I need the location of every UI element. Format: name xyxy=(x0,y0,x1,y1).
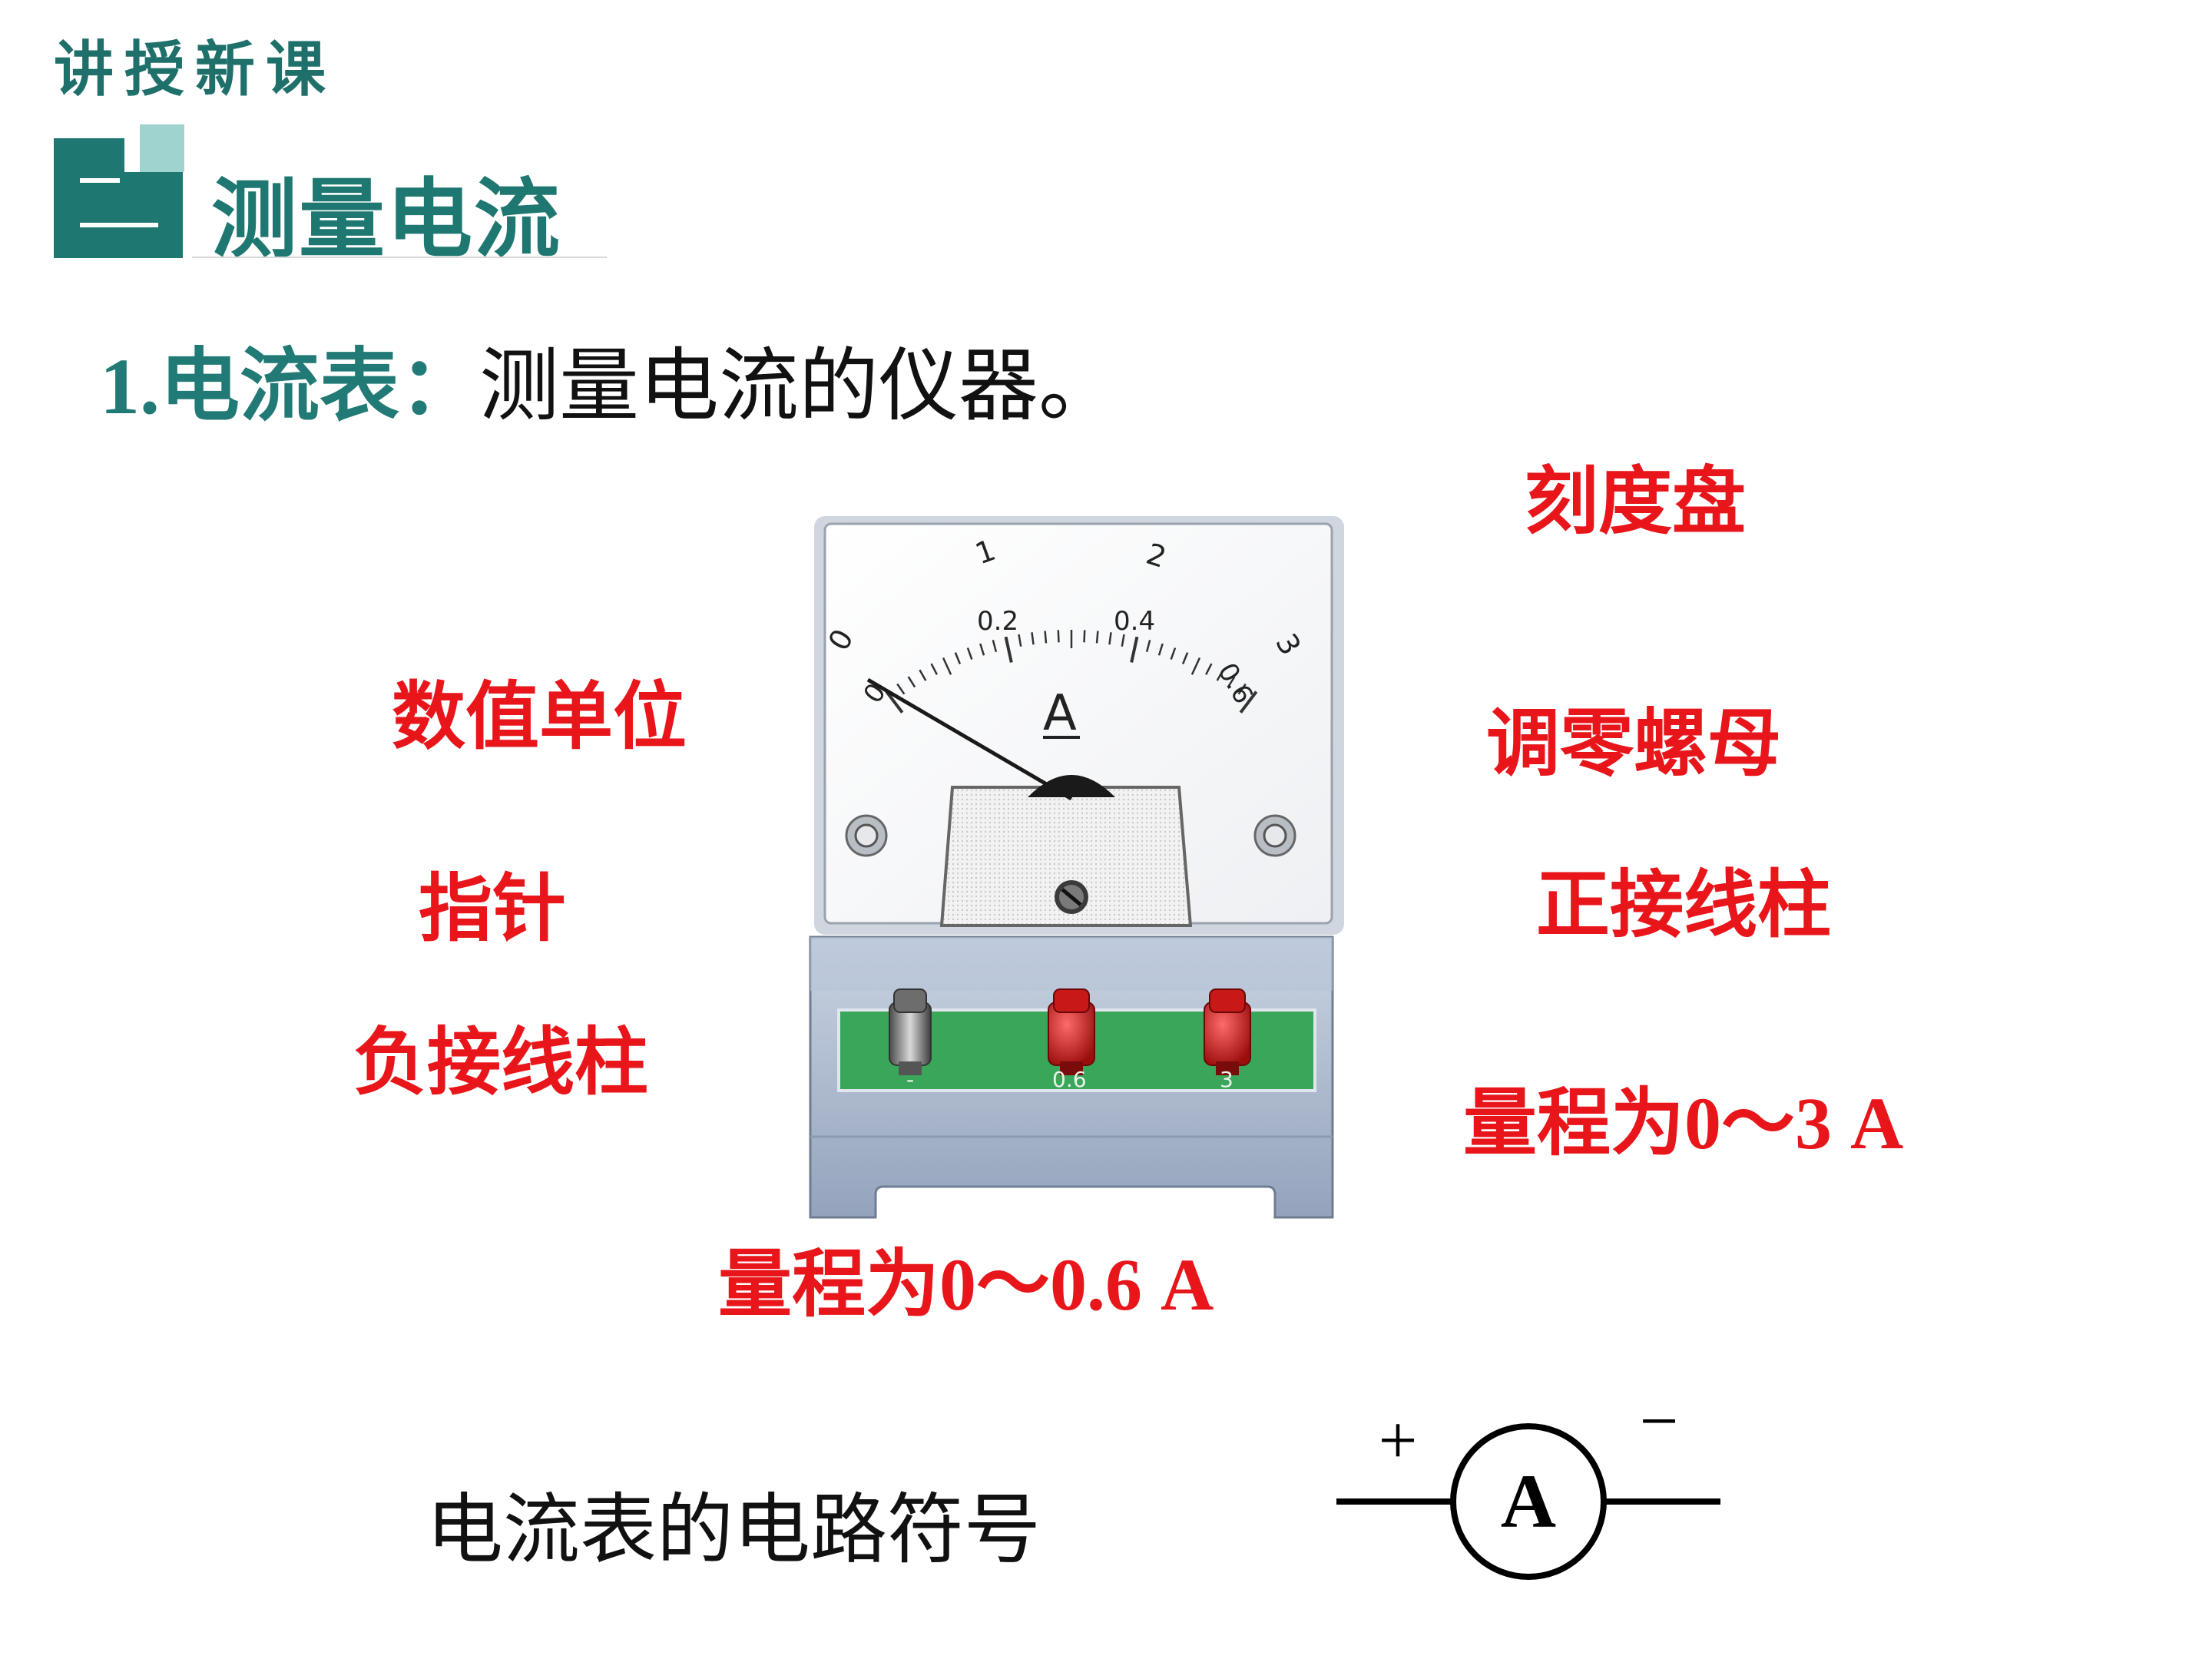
scale-tick xyxy=(919,669,927,681)
scale-tick xyxy=(1095,631,1099,644)
definition-description: 测量电流的仪器。 xyxy=(479,339,1119,432)
label-range-0-6: 量程为0～0.6 A xyxy=(718,1243,1214,1326)
scale-tick xyxy=(1130,636,1139,663)
scale-tick xyxy=(885,690,904,714)
scale-tick xyxy=(1031,632,1035,645)
scale-tick xyxy=(1083,630,1086,643)
label-negative-terminal: 负接线柱 xyxy=(353,1019,648,1105)
scale-tick xyxy=(1157,643,1164,656)
terminal-3 xyxy=(1204,988,1251,1075)
scale-tick xyxy=(966,647,973,660)
label-positive-terminal: 正接线柱 xyxy=(1536,862,1831,948)
label-zero-adjust: 调零螺母 xyxy=(1486,700,1781,786)
scale-tick xyxy=(1121,634,1125,647)
symbol-plus: + xyxy=(1379,1402,1418,1479)
scale-tick xyxy=(992,639,998,653)
scale-tick xyxy=(1205,663,1213,675)
scale-tick xyxy=(1227,676,1236,688)
scale-tick xyxy=(1108,632,1112,645)
zero-adjust-screw-right xyxy=(1253,814,1296,857)
scale-tick xyxy=(1190,657,1201,675)
scale-tick xyxy=(1057,630,1060,643)
zero-adjust-screw-left xyxy=(845,814,888,857)
scale-tick xyxy=(1044,631,1048,644)
terminal-label: 3 xyxy=(1220,1067,1233,1092)
definition-term: 1.电流表： xyxy=(100,343,480,431)
label-pointer: 指针 xyxy=(419,866,566,952)
symbol-minus: − xyxy=(1640,1390,1679,1459)
terminal-0-6 xyxy=(1048,988,1095,1075)
scale-tick xyxy=(896,683,906,695)
scale-tick xyxy=(1018,634,1022,647)
meter-pointer xyxy=(866,677,1073,801)
unit-letter: A xyxy=(1043,685,1077,742)
terminal-negative xyxy=(889,988,932,1075)
scale-tick xyxy=(1216,669,1224,681)
section-underline xyxy=(192,257,607,258)
scale-tick xyxy=(930,663,938,675)
scale-tick xyxy=(1145,639,1151,653)
scale-tick xyxy=(942,657,952,675)
definition-line: 1.电流表：测量电流的仪器。 xyxy=(100,338,1118,435)
scale-tick xyxy=(1237,683,1247,695)
section-icon xyxy=(54,124,184,258)
scale-tick xyxy=(1004,636,1013,663)
symbol-caption: 电流表的电路符号 xyxy=(426,1485,1041,1575)
scale-tick xyxy=(1239,690,1258,714)
label-unit: 数值单位 xyxy=(392,674,687,760)
scale-tick xyxy=(1170,647,1177,660)
symbol-letter: A xyxy=(1501,1459,1556,1544)
scale-tick xyxy=(1181,652,1189,664)
scale-tick xyxy=(907,676,916,688)
meter-scale xyxy=(885,630,1258,714)
label-dial: 刻度盘 xyxy=(1525,459,1746,545)
label-range-3: 量程为0～3 A xyxy=(1463,1082,1904,1164)
lesson-tag: 讲授新课 xyxy=(54,35,337,104)
section-title: 测量电流 xyxy=(211,170,561,270)
terminal-label: - xyxy=(906,1067,914,1092)
ammeter-circuit-symbol: A + − xyxy=(1336,1390,1720,1580)
scale-number: 0.4 xyxy=(1114,606,1155,637)
terminal-label: 0.6 xyxy=(1052,1067,1087,1092)
scale-tick xyxy=(979,643,985,656)
ammeter-illustration: 0 1 2 3 0 0.2 0.4 0.6 A - 0.6 3 xyxy=(809,516,1344,1219)
scale-number: 0.2 xyxy=(977,606,1018,637)
scale-tick xyxy=(954,652,962,664)
